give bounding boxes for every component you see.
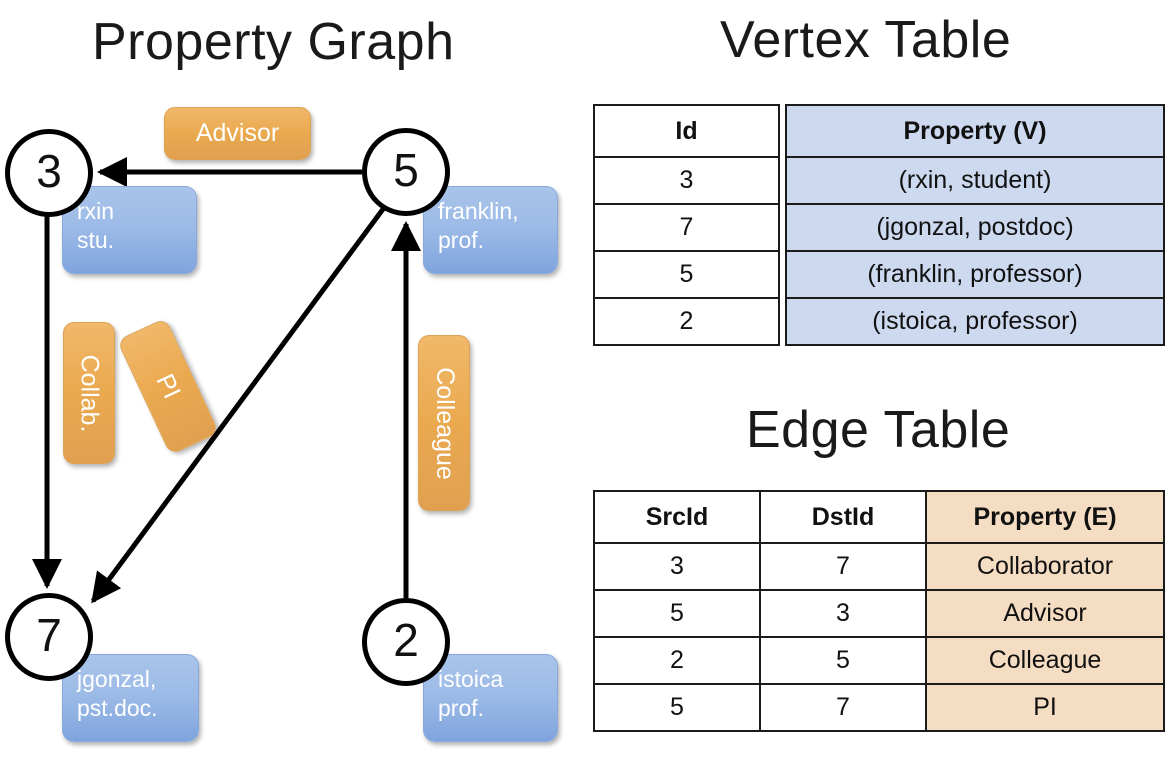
graph-node-3[interactable]: 3 (5, 129, 93, 217)
table-row[interactable]: 5 7 (593, 683, 927, 732)
node-property-5-line2: prof. (438, 227, 485, 254)
table-row[interactable]: 5 (593, 250, 780, 299)
table-row[interactable]: 2 5 (593, 636, 927, 685)
vertex-table-property-column: Property (V) (rxin, student) (jgonzal, p… (785, 104, 1165, 346)
vertex-table-header-property: Property (V) (785, 104, 1165, 158)
edge-label-collab-text: Collab. (75, 354, 104, 432)
edge-property-cell: PI (925, 683, 1165, 732)
vertex-id-cell: 2 (593, 297, 780, 346)
node-property-box-5: franklin, prof. (423, 186, 558, 274)
vertex-property-cell: (istoica, professor) (785, 297, 1165, 346)
node-property-7-line1: jgonzal, (77, 666, 157, 692)
edge-5-to-7 (90, 203, 389, 604)
edge-property-cell: Collaborator (925, 542, 1165, 591)
property-graph-diagram: rxin stu. franklin, prof. jgonzal, pst.d… (5, 107, 558, 742)
table-row[interactable]: (jgonzal, postdoc) (785, 203, 1165, 252)
edge-table-property-column: Property (E) Collaborator Advisor Collea… (925, 490, 1165, 732)
table-row[interactable]: 7 (593, 203, 780, 252)
table-header-row: SrcId DstId (593, 490, 927, 544)
table-row[interactable]: Colleague (925, 636, 1165, 685)
edge-table-header-dstid: DstId (759, 490, 927, 544)
table-row[interactable]: Collaborator (925, 542, 1165, 591)
edge-dst-cell: 7 (759, 683, 927, 732)
edge-label-pi-text: PI (150, 369, 187, 403)
graph-node-5-label: 5 (393, 144, 419, 196)
table-row[interactable]: (franklin, professor) (785, 250, 1165, 299)
edge-table-src-dst-columns: SrcId DstId 3 7 5 3 2 5 5 7 (593, 490, 927, 732)
table-row[interactable]: 3 (593, 156, 780, 205)
edge-label-colleague: Colleague (418, 335, 470, 511)
edge-label-collab: Collab. (63, 322, 115, 464)
graph-node-7-label: 7 (36, 609, 62, 661)
vertex-table-id-column: Id 3 7 5 2 (593, 104, 780, 346)
graph-node-3-label: 3 (36, 145, 62, 197)
edge-src-cell: 3 (593, 542, 761, 591)
edge-table-header-property: Property (E) (925, 490, 1165, 544)
section-title-edge-table: Edge Table (746, 401, 1011, 459)
table-row[interactable]: 2 (593, 297, 780, 346)
vertex-property-cell: (jgonzal, postdoc) (785, 203, 1165, 252)
vertex-property-cell: (franklin, professor) (785, 250, 1165, 299)
vertex-table-header-id: Id (593, 104, 780, 158)
edge-dst-cell: 7 (759, 542, 927, 591)
edge-label-advisor: Advisor (164, 107, 311, 160)
node-property-5-line1: franklin, (438, 198, 519, 224)
node-property-box-7: jgonzal, pst.doc. (62, 654, 199, 742)
edge-dst-cell: 3 (759, 589, 927, 638)
graph-node-2[interactable]: 2 (362, 598, 450, 686)
table-row[interactable]: (rxin, student) (785, 156, 1165, 205)
edge-src-cell: 5 (593, 683, 761, 732)
node-property-7-line2: pst.doc. (77, 695, 158, 722)
page-title-property-graph: Property Graph (92, 13, 455, 71)
graph-edges-layer (32, 157, 421, 604)
table-header-row: Property (V) (785, 104, 1165, 158)
edge-src-cell: 2 (593, 636, 761, 685)
edge-label-advisor-text: Advisor (195, 119, 280, 147)
node-property-2-line2: prof. (438, 695, 485, 722)
edge-property-cell: Advisor (925, 589, 1165, 638)
node-property-box-2: istoica prof. (423, 654, 558, 742)
vertex-id-cell: 5 (593, 250, 780, 299)
table-row[interactable]: 3 7 (593, 542, 927, 591)
edge-dst-cell: 5 (759, 636, 927, 685)
graph-node-5[interactable]: 5 (362, 128, 450, 216)
vertex-property-cell: (rxin, student) (785, 156, 1165, 205)
edge-label-colleague-text: Colleague (430, 366, 459, 480)
node-property-3-line1: rxin (77, 198, 115, 224)
node-property-box-3: rxin stu. (62, 186, 197, 274)
edge-property-cell: Colleague (925, 636, 1165, 685)
table-row[interactable]: PI (925, 683, 1165, 732)
table-row[interactable]: Advisor (925, 589, 1165, 638)
table-header-row: Property (E) (925, 490, 1165, 544)
node-property-3-line2: stu. (77, 227, 115, 254)
graph-node-2-label: 2 (393, 614, 419, 666)
vertex-id-cell: 3 (593, 156, 780, 205)
edge-src-cell: 5 (593, 589, 761, 638)
edge-table-header-srcid: SrcId (593, 490, 761, 544)
table-header-row: Id (593, 104, 780, 158)
vertex-id-cell: 7 (593, 203, 780, 252)
table-row[interactable]: 5 3 (593, 589, 927, 638)
graph-node-7[interactable]: 7 (5, 593, 93, 681)
section-title-vertex-table: Vertex Table (720, 11, 1012, 69)
table-row[interactable]: (istoica, professor) (785, 297, 1165, 346)
node-property-2-line1: istoica (438, 666, 504, 692)
